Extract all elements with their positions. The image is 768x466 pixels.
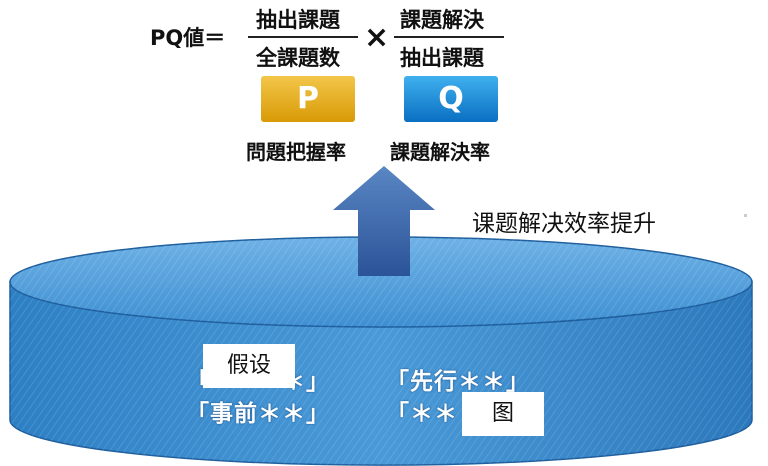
times-sign: ×: [364, 20, 390, 55]
drum-item-3: 「事前＊＊」: [186, 401, 330, 427]
p-rate-label: 問題把握率: [246, 140, 346, 164]
overlay-box-top-left: 假设: [203, 344, 295, 388]
p-numerator: 抽出課題: [256, 8, 340, 32]
p-denominator: 全課題数: [256, 46, 340, 70]
q-fraction-line: [394, 36, 504, 38]
p-fraction-line: [248, 36, 358, 38]
drum-item-2: 「先行＊＊」: [386, 369, 530, 395]
q-box: Q: [404, 76, 498, 122]
q-rate-label: 課題解決率: [390, 140, 490, 164]
up-arrow: [333, 166, 435, 276]
arrow-label: 课题解决效率提升: [472, 211, 656, 237]
overlay-box-bottom-right: 图: [462, 392, 544, 436]
q-numerator: 課題解決: [400, 8, 484, 32]
stray-mark: [744, 214, 747, 217]
p-box: P: [261, 76, 355, 122]
q-denominator: 抽出課題: [400, 46, 484, 70]
formula-lhs: PQ値＝: [150, 26, 226, 50]
